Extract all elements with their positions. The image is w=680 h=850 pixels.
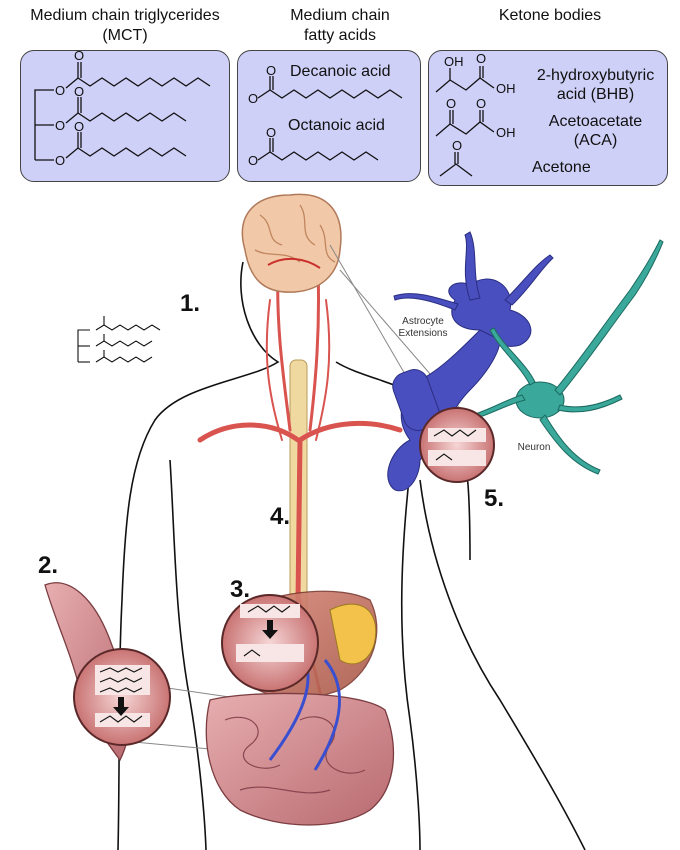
- astrocyte-label-line2: Extensions: [398, 328, 448, 339]
- svg-text:O: O: [266, 125, 276, 140]
- ketone-atom-labels: OH O OH O O OH O: [444, 51, 516, 153]
- svg-text:O: O: [248, 91, 258, 106]
- octanoic-acid-label: Octanoic acid: [288, 117, 385, 134]
- neural-zoom-molecules: [428, 428, 486, 466]
- aca-label-line1: Acetoacetate: [548, 113, 643, 130]
- acetone-label: Acetone: [532, 159, 591, 176]
- mct-header: Medium chain triglycerides (MCT): [10, 6, 240, 46]
- bhb-label-line1: 2-hydroxybutyric: [536, 67, 655, 84]
- mcfa-molecules: [257, 76, 403, 161]
- svg-text:O: O: [446, 96, 456, 111]
- bhb-label-line2: acid (BHB): [556, 86, 635, 103]
- mct-box: [20, 50, 230, 182]
- ketones-box: [428, 50, 668, 186]
- mct-oxygen-labels: OO OO OO: [55, 48, 84, 168]
- svg-text:O: O: [476, 51, 486, 66]
- step-5-label: 5.: [484, 485, 505, 512]
- step-4-label: 4.: [270, 503, 291, 530]
- svg-text:O: O: [55, 83, 65, 98]
- svg-text:O: O: [74, 84, 84, 99]
- aca-label: Acetoacetate (ACA): [528, 112, 663, 150]
- svg-text:O: O: [248, 153, 258, 168]
- mct-header-line2: (MCT): [102, 27, 148, 44]
- aca-label-line2: (ACA): [573, 132, 618, 149]
- brain: [241, 193, 342, 293]
- mcfa-oxygen-labels: OO OO: [248, 63, 276, 168]
- astrocyte-label-line1: Astrocyte: [402, 316, 444, 327]
- intestine-zoom-molecules: [95, 665, 150, 727]
- liver-zoom-circle: [221, 594, 319, 692]
- mct-molecule: [34, 62, 211, 161]
- body-outline-inner: [169, 459, 421, 850]
- neural-zoom-circle: [419, 407, 495, 483]
- svg-text:O: O: [55, 153, 65, 168]
- svg-text:OH: OH: [496, 125, 516, 140]
- svg-text:OH: OH: [496, 81, 516, 96]
- svg-text:O: O: [74, 119, 84, 134]
- neuron: [468, 239, 664, 475]
- svg-text:O: O: [452, 138, 462, 153]
- mcfa-header: Medium chain fatty acids: [240, 6, 440, 46]
- step-2-label: 2.: [38, 552, 59, 579]
- step1-mct-molecule: [77, 316, 161, 363]
- intestine-zoom-arrow: [113, 697, 129, 716]
- liver-zoom-arrow: [262, 620, 278, 639]
- svg-text:O: O: [55, 118, 65, 133]
- mcfa-header-line1: Medium chain: [290, 7, 390, 24]
- neuron-label: Neuron: [517, 442, 551, 453]
- mct-header-line1: Medium chain triglycerides: [30, 7, 220, 24]
- decanoic-acid-label: Decanoic acid: [290, 63, 391, 80]
- liver-zoom-molecules: [236, 604, 304, 662]
- ketone-molecules: [435, 66, 495, 177]
- mcfa-header-line2: fatty acids: [303, 27, 377, 44]
- svg-text:O: O: [266, 63, 276, 78]
- step-1-label: 1.: [180, 290, 201, 317]
- svg-text:O: O: [74, 48, 84, 63]
- svg-text:OH: OH: [444, 54, 464, 69]
- astrocyte-extensions-label: Astrocyte Extensions: [388, 316, 458, 340]
- svg-text:O: O: [476, 96, 486, 111]
- ketones-header: Ketone bodies: [498, 7, 602, 24]
- step-3-label: 3.: [230, 576, 251, 603]
- bhb-label: 2-hydroxybutyric acid (BHB): [528, 66, 663, 104]
